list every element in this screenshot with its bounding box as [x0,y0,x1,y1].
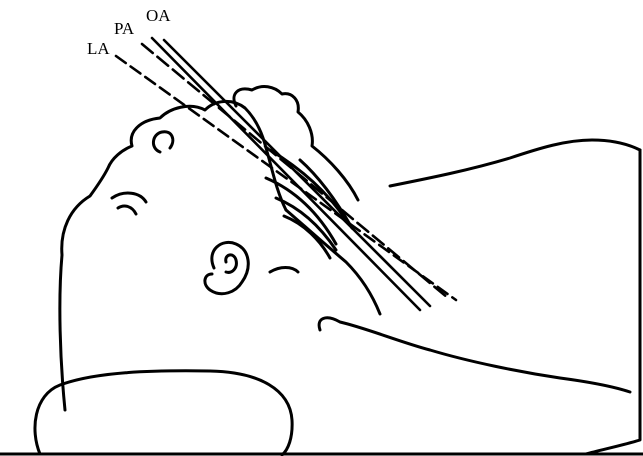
head-outline [60,101,286,410]
la-axis-label: LA [87,40,110,57]
torso-edge [586,150,640,454]
closed-eye [118,206,136,214]
oa-axis-line [152,38,420,310]
shoulder-outline [319,318,630,392]
ear-outline [205,242,248,293]
pa-axis-label: PA [114,20,134,37]
eyebrow [112,193,146,202]
pillow-outline [35,371,292,455]
chest-outline [390,140,640,186]
oa-axis-label: OA [146,7,171,24]
forehead-curl [153,132,172,152]
ear-inner [226,255,237,272]
mouth-line [270,268,298,273]
